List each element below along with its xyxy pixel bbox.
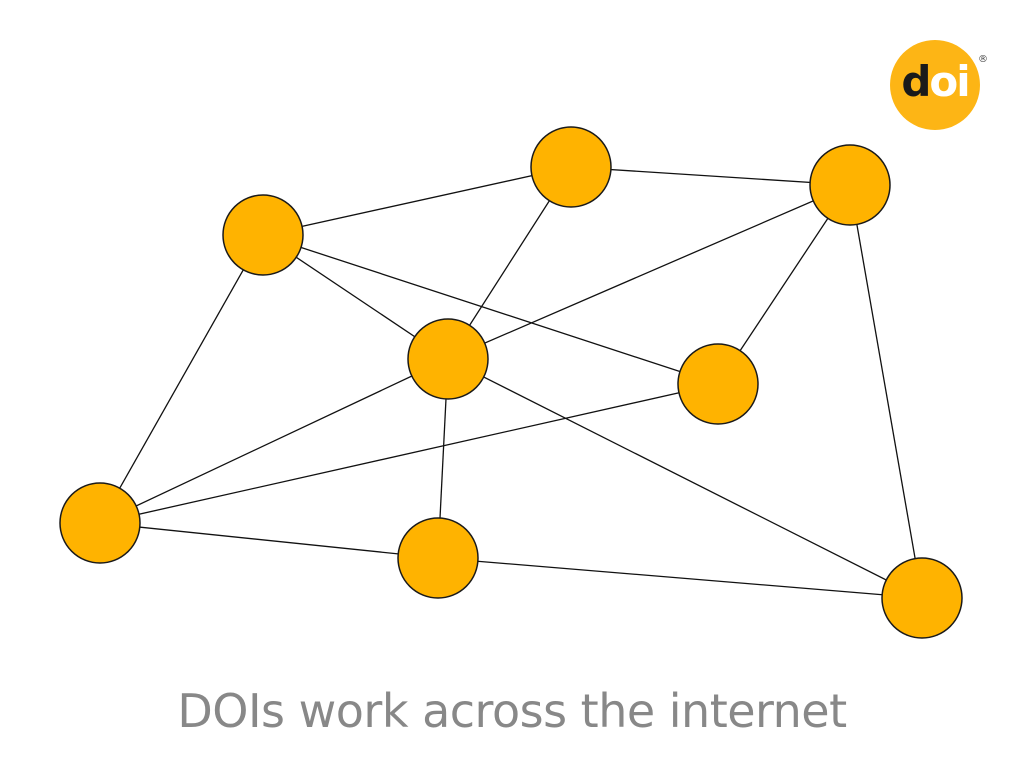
nodes-group [59, 126, 963, 639]
caption: DOIs work across the internet [177, 684, 847, 738]
node-n7 [397, 517, 479, 599]
edge-n3-n8 [849, 184, 923, 599]
edge-n1-n5 [262, 234, 719, 385]
doi-logo-oi: oi [929, 57, 970, 106]
edge-n4-n6 [99, 358, 449, 524]
node-n4 [407, 318, 489, 400]
edge-n6-n7 [99, 522, 439, 559]
node-n1 [222, 194, 304, 276]
node-n5 [677, 343, 759, 425]
edge-n5-n6 [99, 383, 719, 524]
edge-n1-n2 [262, 166, 572, 236]
edge-n4-n8 [447, 358, 923, 599]
node-n2 [530, 126, 612, 208]
registered-mark: ® [978, 54, 988, 65]
node-n6 [59, 482, 141, 564]
edge-n3-n4 [447, 184, 851, 360]
edge-n2-n3 [570, 166, 851, 186]
node-n3 [809, 144, 891, 226]
edge-n1-n6 [99, 234, 264, 524]
doi-logo-d: d [901, 57, 931, 106]
node-n8 [881, 557, 963, 639]
edge-n7-n8 [437, 557, 923, 599]
